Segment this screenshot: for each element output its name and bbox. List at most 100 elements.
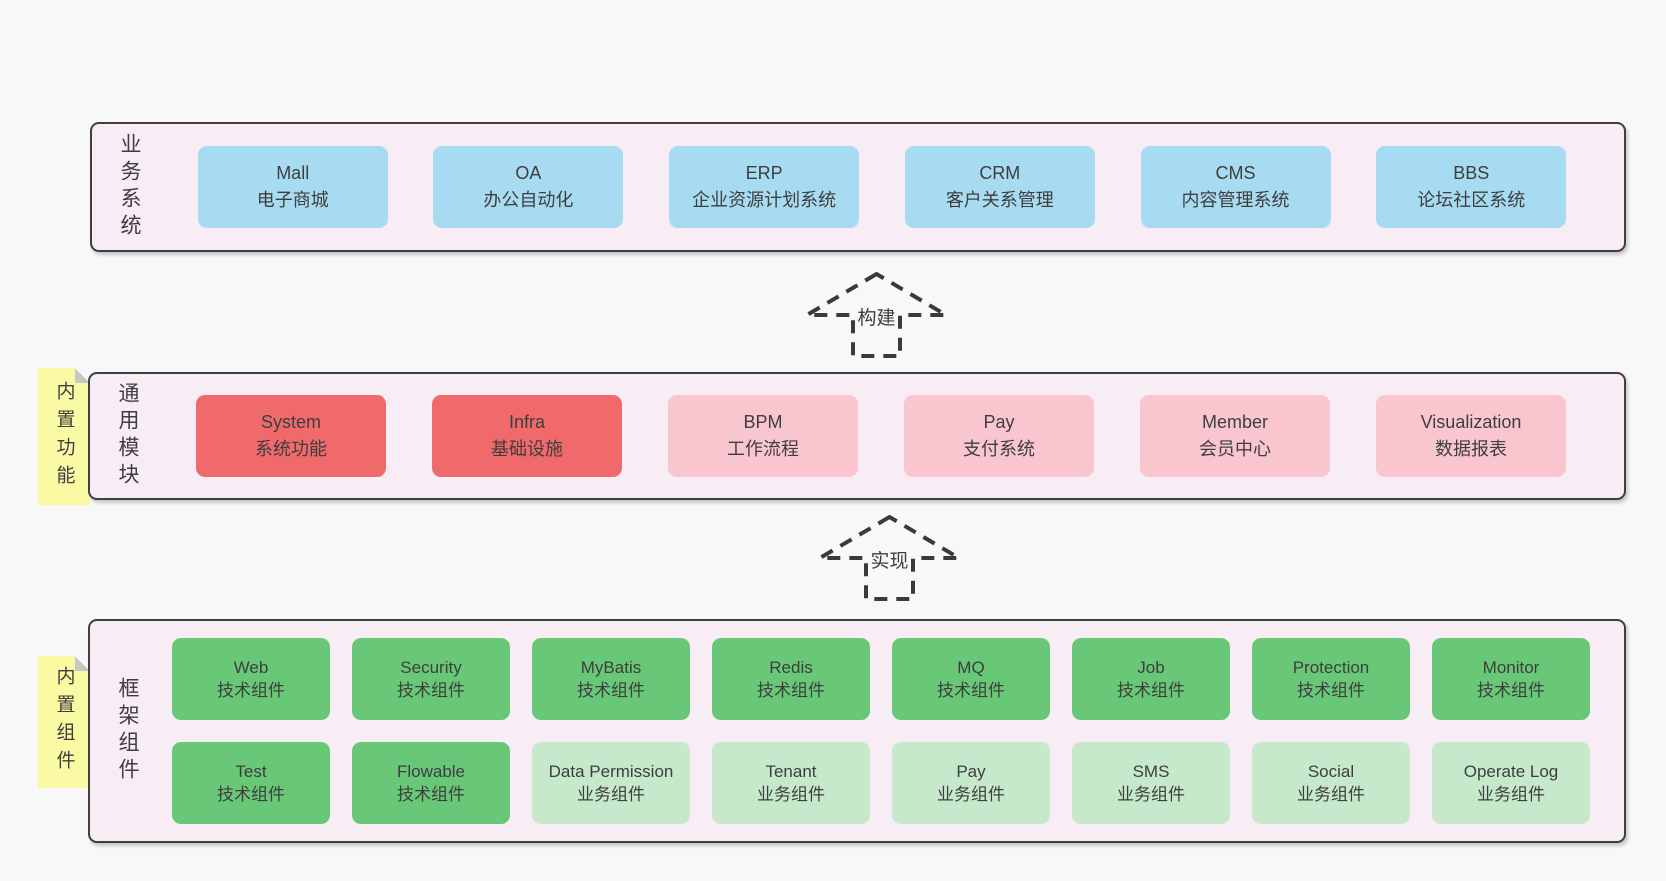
box-subtitle: 基础设施 (491, 439, 563, 459)
box-data-permission: Data Permission 业务组件 (532, 742, 690, 824)
sticky-note-built-in-features: 内置功能 (38, 368, 90, 505)
component-boxes-grid: Web 技术组件 Security 技术组件 MyBatis 技术组件 Redi… (150, 638, 1612, 824)
box-subtitle: 业务组件 (1117, 785, 1185, 804)
arrow-build-label: 构建 (857, 308, 896, 329)
box-name: Data Permission (548, 762, 674, 781)
box-subtitle: 工作流程 (727, 439, 799, 459)
box-name: MQ (957, 658, 985, 677)
box-subtitle: 业务组件 (1477, 785, 1545, 804)
box-subtitle: 电子商城 (256, 190, 329, 210)
box-monitor: Monitor 技术组件 (1432, 638, 1590, 720)
box-subtitle: 企业资源计划系统 (692, 190, 837, 210)
box-subtitle: 技术组件 (757, 681, 825, 700)
box-name: Pay (983, 412, 1015, 432)
box-subtitle: 技术组件 (397, 681, 465, 700)
box-name: Monitor (1482, 658, 1540, 677)
arrow-build: 构建 (805, 272, 948, 358)
box-job: Job 技术组件 (1072, 638, 1230, 720)
box-tenant: Tenant 业务组件 (712, 742, 870, 824)
box-subtitle: 支付系统 (963, 439, 1035, 459)
box-protection: Protection 技术组件 (1252, 638, 1410, 720)
box-mall: Mall 电子商城 (197, 146, 388, 228)
band-business-systems: 业务系统 Mall 电子商城 OA 办公自动化 ERP 企业资源计划系统 CRM… (90, 122, 1626, 252)
box-test: Test 技术组件 (172, 742, 330, 824)
box-name: Job (1137, 658, 1165, 677)
box-name: Social (1307, 762, 1355, 781)
box-name: OA (515, 163, 542, 183)
box-erp: ERP 企业资源计划系统 (669, 146, 860, 228)
box-name: CMS (1215, 163, 1256, 183)
box-name: Security (400, 658, 462, 677)
box-name: Mall (276, 163, 310, 183)
box-member: Member 会员中心 (1140, 395, 1330, 477)
box-system: System 系统功能 (196, 395, 386, 477)
box-subtitle: 客户关系管理 (945, 190, 1054, 210)
box-mybatis: MyBatis 技术组件 (532, 638, 690, 720)
box-crm: CRM 客户关系管理 (904, 146, 1095, 228)
box-name: Protection (1292, 658, 1370, 677)
box-infra: Infra 基础设施 (432, 395, 622, 477)
box-subtitle: 内容管理系统 (1181, 190, 1290, 210)
box-subtitle: 数据报表 (1435, 439, 1507, 459)
box-name: BBS (1453, 163, 1490, 183)
box-name: SMS (1132, 762, 1170, 781)
box-subtitle: 技术组件 (937, 681, 1005, 700)
box-name: Infra (508, 412, 546, 432)
box-name: BPM (743, 412, 783, 432)
band-framework-components: 框架组件 Web 技术组件 Security 技术组件 MyBatis 技术组件… (88, 619, 1626, 843)
box-subtitle: 业务组件 (577, 785, 645, 804)
box-subtitle: 技术组件 (1117, 681, 1185, 700)
box-subtitle: 技术组件 (217, 681, 285, 700)
box-sms: SMS 业务组件 (1072, 742, 1230, 824)
box-name: Visualization (1420, 412, 1522, 432)
box-flowable: Flowable 技术组件 (352, 742, 510, 824)
box-subtitle: 论坛社区系统 (1417, 190, 1526, 210)
box-subtitle: 业务组件 (757, 785, 825, 804)
box-security: Security 技术组件 (352, 638, 510, 720)
sticky-note-label: 内置功能 (53, 380, 75, 493)
box-name: ERP (745, 163, 783, 183)
box-redis: Redis 技术组件 (712, 638, 870, 720)
box-subtitle: 技术组件 (217, 785, 285, 804)
box-name: Pay (956, 762, 986, 781)
arrow-implement: 实现 (818, 515, 961, 601)
band-label-framework-components: 框架组件 (116, 677, 139, 785)
box-subtitle: 技术组件 (577, 681, 645, 700)
box-bpm: BPM 工作流程 (668, 395, 858, 477)
box-name: Web (233, 658, 269, 677)
dashed-up-arrow-icon (805, 272, 948, 358)
sticky-note-label: 内置组件 (53, 666, 75, 778)
arrow-implement-label: 实现 (870, 551, 909, 572)
box-operate-log: Operate Log 业务组件 (1432, 742, 1590, 824)
box-name: MyBatis (580, 658, 642, 677)
band-common-modules: 通用模块 System 系统功能 Infra 基础设施 BPM 工作流程 Pay… (88, 372, 1626, 500)
box-visualization: Visualization 数据报表 (1376, 395, 1566, 477)
box-name: System (260, 412, 321, 432)
band-label-common-modules: 通用模块 (116, 382, 139, 490)
box-subtitle: 技术组件 (397, 785, 465, 804)
box-name: Tenant (765, 762, 817, 781)
sticky-note-built-in-components: 内置组件 (38, 656, 90, 788)
box-pay-component: Pay 业务组件 (892, 742, 1050, 824)
box-subtitle: 技术组件 (1297, 681, 1365, 700)
box-name: Operate Log (1463, 762, 1559, 781)
box-cms: CMS 内容管理系统 (1140, 146, 1331, 228)
module-boxes-row: System 系统功能 Infra 基础设施 BPM 工作流程 Pay 支付系统… (150, 395, 1612, 477)
box-name: Test (235, 762, 267, 781)
box-name: Member (1201, 412, 1268, 432)
business-boxes-row: Mall 电子商城 OA 办公自动化 ERP 企业资源计划系统 CRM 客户关系… (152, 146, 1612, 228)
box-subtitle: 会员中心 (1199, 439, 1271, 459)
box-mq: MQ 技术组件 (892, 638, 1050, 720)
box-name: CRM (979, 163, 1021, 183)
box-subtitle: 业务组件 (937, 785, 1005, 804)
box-name: Redis (769, 658, 813, 677)
box-subtitle: 技术组件 (1477, 681, 1545, 700)
box-name: Flowable (396, 762, 466, 781)
band-label-business-systems: 业务系统 (118, 133, 141, 241)
box-social: Social 业务组件 (1252, 742, 1410, 824)
box-subtitle: 业务组件 (1297, 785, 1365, 804)
box-web: Web 技术组件 (172, 638, 330, 720)
box-subtitle: 系统功能 (255, 439, 327, 459)
box-subtitle: 办公自动化 (483, 190, 574, 210)
